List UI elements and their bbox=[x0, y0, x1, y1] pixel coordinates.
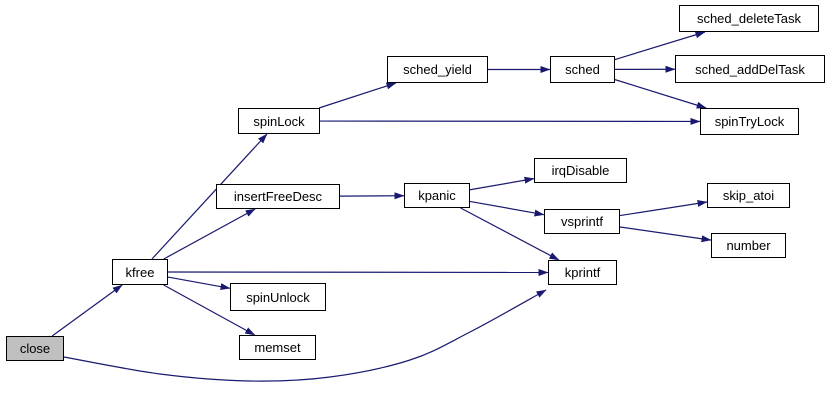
edge-close-to-kfree bbox=[51, 284, 123, 337]
node-sched[interactable]: sched bbox=[550, 56, 615, 83]
node-insertFreeDesc[interactable]: insertFreeDesc bbox=[216, 184, 340, 209]
node-sched_deleteTask[interactable]: sched_deleteTask bbox=[679, 5, 819, 32]
node-kpanic[interactable]: kpanic bbox=[404, 183, 470, 208]
edge-close-to-kprintf bbox=[63, 289, 547, 382]
edge-kpanic-to-irqDisable bbox=[469, 176, 535, 191]
edge-sched-to-sched_deleteTask bbox=[614, 31, 706, 61]
node-memset[interactable]: memset bbox=[239, 335, 316, 360]
edge-kfree-to-spinUnlock bbox=[167, 276, 231, 291]
node-kprintf[interactable]: kprintf bbox=[548, 260, 617, 285]
node-spinTryLock[interactable]: spinTryLock bbox=[700, 108, 799, 135]
node-sched_yield[interactable]: sched_yield bbox=[387, 56, 488, 83]
edge-kfree-to-insertFreeDesc bbox=[163, 208, 256, 260]
node-number[interactable]: number bbox=[711, 233, 786, 258]
edge-kpanic-to-vsprintf bbox=[469, 200, 545, 217]
edge-sched-to-spinTryLock bbox=[614, 79, 707, 109]
node-close: close bbox=[6, 336, 64, 361]
node-spinLock[interactable]: spinLock bbox=[238, 108, 320, 134]
edge-kfree-to-memset bbox=[163, 284, 256, 336]
edge-kpanic-to-kprintf bbox=[460, 207, 560, 261]
node-sched_addDelTask[interactable]: sched_addDelTask bbox=[675, 55, 825, 83]
node-skip_atoi[interactable]: skip_atoi bbox=[707, 183, 790, 208]
node-irqDisable[interactable]: irqDisable bbox=[534, 158, 627, 183]
edge-spinLock-to-sched_yield bbox=[318, 82, 397, 109]
edge-vsprintf-to-skip_atoi bbox=[619, 199, 708, 217]
node-kfree[interactable]: kfree bbox=[112, 259, 168, 285]
edge-kfree-to-spinLock bbox=[151, 133, 268, 260]
node-spinUnlock[interactable]: spinUnlock bbox=[230, 283, 326, 311]
node-vsprintf[interactable]: vsprintf bbox=[544, 209, 620, 234]
edge-vsprintf-to-number bbox=[619, 226, 712, 243]
